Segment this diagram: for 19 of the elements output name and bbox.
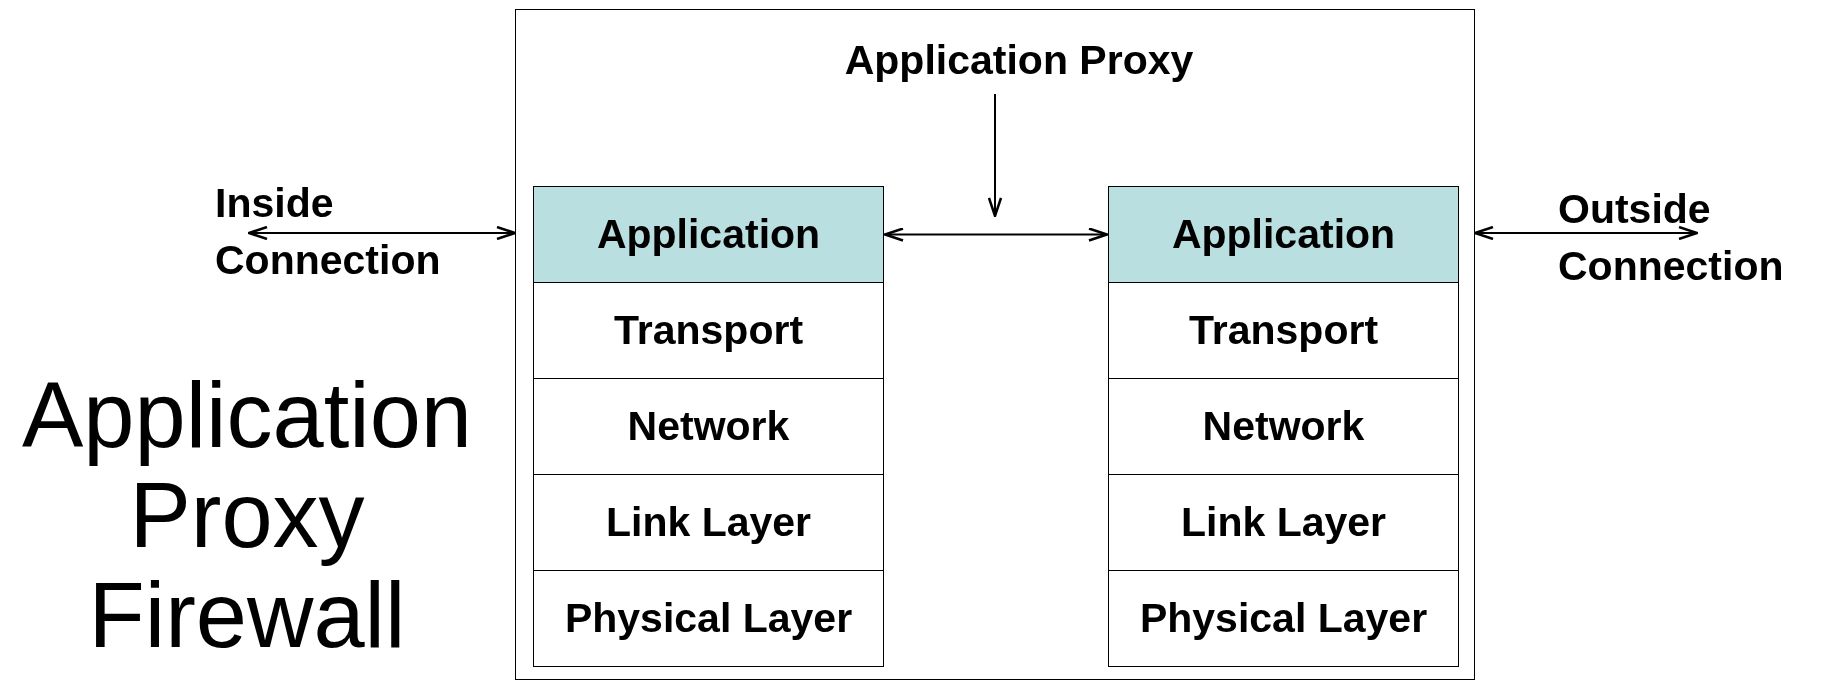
protocol-layer: Network	[533, 378, 884, 475]
arrow	[883, 227, 1109, 242]
protocol-layer: Physical Layer	[533, 570, 884, 667]
protocol-layer: Network	[1108, 378, 1459, 475]
connection-label: Outside Connection	[1558, 181, 1842, 295]
protocol-layer: Physical Layer	[1108, 570, 1459, 667]
connection-label: Application Proxy	[816, 32, 1222, 92]
protocol-layer: Application	[533, 186, 884, 283]
arrow	[1473, 225, 1699, 241]
protocol-layer: Transport	[1108, 282, 1459, 379]
protocol-layer: Transport	[533, 282, 884, 379]
firewall-box	[515, 9, 1475, 680]
protocol-layer: Link Layer	[533, 474, 884, 571]
arrow	[247, 225, 517, 241]
arrow	[987, 93, 1003, 218]
protocol-layer: Application	[1108, 186, 1459, 283]
diagram-title: Application Proxy Firewall	[20, 365, 474, 665]
protocol-layer: Link Layer	[1108, 474, 1459, 571]
connection-label: Inside Connection	[215, 175, 515, 289]
